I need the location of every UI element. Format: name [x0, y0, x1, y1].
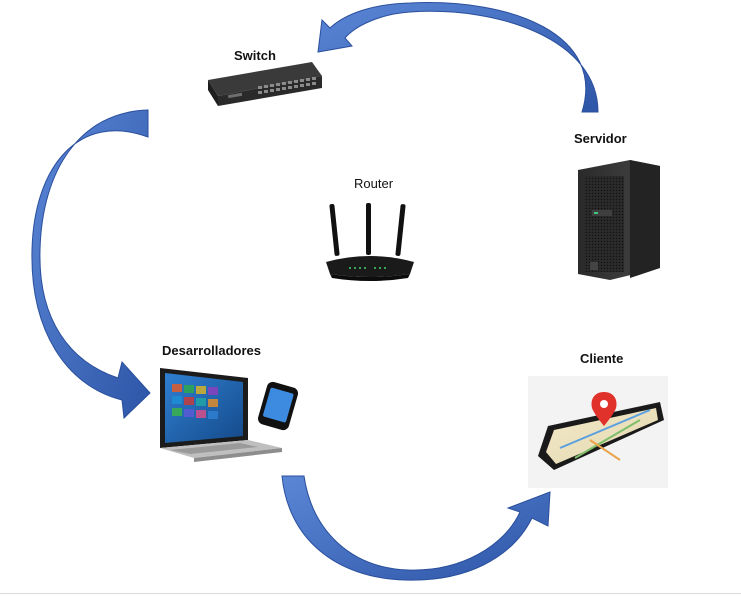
servidor-label: Servidor — [574, 131, 627, 146]
cliente-label: Cliente — [580, 351, 624, 366]
switch-label: Switch — [234, 48, 276, 63]
bottom-divider — [0, 593, 741, 594]
laptop-and-phone-icon — [160, 368, 299, 462]
arrow-desarrolladores-to-cliente — [281, 475, 551, 581]
router-label: Router — [354, 176, 394, 191]
map-pin-icon — [591, 392, 617, 426]
arrow-servidor-to-switch — [317, 2, 599, 113]
arrow-switch-to-desarrolladores — [31, 109, 151, 420]
smartphone-map-icon — [528, 376, 668, 488]
tower-server-icon — [578, 160, 660, 280]
desarrolladores-label: Desarrolladores — [162, 343, 261, 358]
network-switch-icon — [208, 62, 322, 106]
wifi-router-icon — [326, 203, 414, 281]
